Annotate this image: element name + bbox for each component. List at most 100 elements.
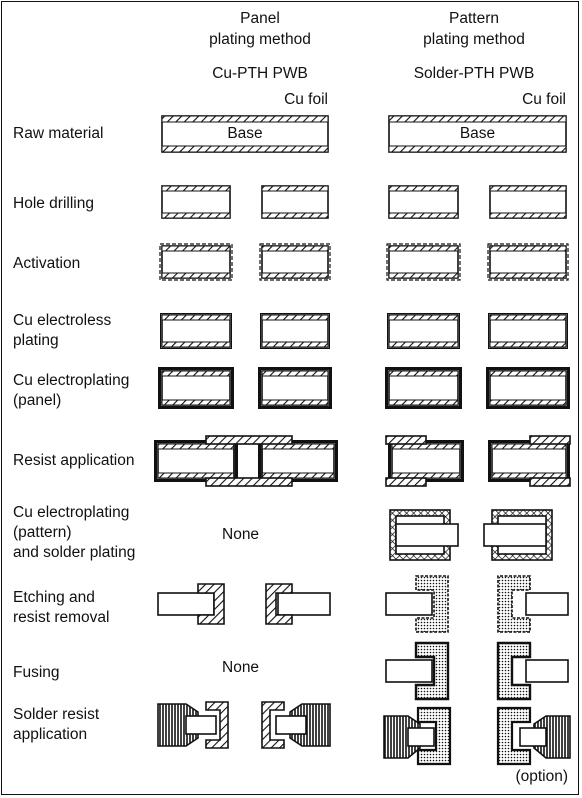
panel-drill-right-top-foil xyxy=(261,185,329,192)
panel-activation-right-top-foil xyxy=(261,245,329,252)
panel-base-label: Base xyxy=(227,125,263,142)
step-solder-resist-line1: Solder resist xyxy=(13,706,100,723)
step-hole-drilling: Hole drilling xyxy=(13,195,94,212)
pattern-resist-right-bottom xyxy=(529,477,571,487)
pattern-solder-resist-right-mask xyxy=(533,715,571,759)
pattern-solder-resist-left-mask xyxy=(383,715,421,759)
pattern-electroless-left-top-foil xyxy=(388,314,459,321)
panel-heading-line2: plating method xyxy=(209,31,311,48)
panel-electroplate-right-top-foil xyxy=(261,370,329,377)
panel-etch-right-core xyxy=(277,592,331,616)
pattern-fuse-left-core xyxy=(385,659,433,683)
pattern-etch-left-barrel xyxy=(415,575,449,633)
pattern-heading-line2: plating method xyxy=(423,31,525,48)
pattern-activation-left-top-foil xyxy=(388,245,459,252)
pattern-activation-right-top-foil xyxy=(489,245,567,252)
panel-resist-right-electroplate-layer xyxy=(258,440,338,482)
panel-etch-left-core xyxy=(157,592,215,616)
step-cu-electroplating-pattern-line1: Cu electroplating xyxy=(13,504,130,521)
panel-electroplate-left-electroplate-layer xyxy=(158,367,234,409)
panel-activation-left-top-foil xyxy=(161,245,231,252)
panel-solder-resist-right-barrel xyxy=(261,701,285,749)
step-fusing: Fusing xyxy=(13,664,60,681)
panel-activation-right-activation-layer xyxy=(259,243,331,281)
step-etching-line2: resist removal xyxy=(13,609,110,626)
pattern-etch-left-core xyxy=(385,592,433,616)
panel-resist-top-tent xyxy=(205,435,293,445)
step-cu-electroplating-pattern-line2: (pattern) xyxy=(13,524,72,541)
pattern-plate-right-core xyxy=(483,523,547,547)
step-etching-line1: Etching and xyxy=(13,589,95,606)
pattern-raw-board-top-foil xyxy=(388,115,567,123)
pattern-resist-right-top-foil xyxy=(491,443,567,450)
panel-electroless-right-bottom-foil xyxy=(261,341,329,348)
pattern-electroplate-right-bottom-foil xyxy=(489,399,567,406)
pattern-resist-left-outline xyxy=(391,443,461,479)
panel-solder-resist-left-mask xyxy=(157,703,199,747)
pattern-electroless-left-electroless-layer xyxy=(387,313,460,349)
panel-etch-left-barrel xyxy=(197,583,225,625)
panel-electroplate-left-top-foil xyxy=(161,370,231,377)
panel-electroplate-right-bottom-foil xyxy=(261,399,329,406)
pattern-electroless-right-electroless-layer xyxy=(488,313,568,349)
pattern-electroplate-left-electroplate-layer xyxy=(385,367,462,409)
step-raw-material: Raw material xyxy=(13,125,104,142)
pattern-activation-right-bottom-foil xyxy=(489,272,567,279)
panel-resist-left-electroplate-layer xyxy=(154,440,238,482)
pattern-drill-left-bottom-foil xyxy=(388,212,459,219)
panel-electroplate-left-bottom-foil xyxy=(161,399,231,406)
panel-drill-left-top-foil xyxy=(161,185,231,192)
pattern-drill-left-top-foil xyxy=(388,185,459,192)
panel-electroless-left-top-foil xyxy=(161,314,231,321)
panel-activation-right-bottom-foil xyxy=(261,272,329,279)
pattern-fuse-right-core xyxy=(525,659,569,683)
pattern-subheading: Solder-PTH PWB xyxy=(413,65,535,82)
panel-drill-right-bottom-foil xyxy=(261,212,329,219)
pattern-electroless-right-bottom-foil xyxy=(489,341,567,348)
pattern-activation-left-bottom-foil xyxy=(388,272,459,279)
pattern-resist-left-top xyxy=(385,435,427,445)
pattern-resist-right-electroplate-layer xyxy=(488,440,570,482)
panel-solder-resist-right-core xyxy=(275,715,307,735)
panel-raw-board-top-foil xyxy=(161,115,329,123)
panel-electroless-left-bottom-foil xyxy=(161,341,231,348)
pattern-electroless-left-bottom-foil xyxy=(388,341,459,348)
pattern-fuse-left-barrel xyxy=(414,641,450,701)
step-resist-application: Resist application xyxy=(13,452,135,469)
pattern-drill-right-bottom-foil xyxy=(489,212,567,219)
pattern-electroplate-left-bottom-foil xyxy=(388,399,459,406)
panel-cu-foil-label: Cu foil xyxy=(284,91,328,108)
pattern-activation-right-activation-layer xyxy=(487,243,569,281)
pattern-resist-right-top xyxy=(529,435,571,445)
pattern-solder-resist-right-core xyxy=(519,727,547,747)
pattern-electroplate-right-electroplate-layer xyxy=(486,367,570,409)
panel-drill-left-bottom-foil xyxy=(161,212,231,219)
step-cu-electroless-line2: plating xyxy=(13,332,59,349)
pattern-base-label: Base xyxy=(459,125,496,142)
pattern-cu-foil-label: Cu foil xyxy=(522,91,566,108)
none-label-fusing-step: None xyxy=(222,659,260,676)
pattern-raw-board-bottom-foil xyxy=(388,145,567,153)
step-solder-resist-line2: application xyxy=(13,726,88,743)
pattern-etch-right-core xyxy=(525,592,569,616)
pattern-plate-left-core xyxy=(395,523,459,547)
pattern-resist-left-bottom xyxy=(385,477,427,487)
panel-solder-resist-left-core xyxy=(185,715,217,735)
option-label: (option) xyxy=(515,768,568,785)
pattern-resist-right-bottom-foil xyxy=(491,472,567,479)
pattern-electroplate-left-top-foil xyxy=(388,370,459,377)
panel-heading-line1: Panel xyxy=(240,10,280,27)
none-label-pattern-step: None xyxy=(222,526,260,543)
step-cu-electroplating-pattern-line3: and solder plating xyxy=(13,544,136,561)
pattern-solder-resist-right-barrel xyxy=(496,706,532,766)
panel-raw-board-bottom-foil xyxy=(161,145,329,153)
pattern-fuse-right-barrel xyxy=(496,641,532,701)
panel-activation-left-activation-layer xyxy=(159,243,233,281)
panel-electroless-left-electroless-layer xyxy=(160,313,232,349)
panel-electroplate-right-electroplate-layer xyxy=(258,367,332,409)
pattern-heading-line1: Pattern xyxy=(449,10,499,27)
pattern-electroplate-right-top-foil xyxy=(489,370,567,377)
pattern-electroless-right-top-foil xyxy=(489,314,567,321)
panel-subheading: Cu-PTH PWB xyxy=(212,65,308,82)
